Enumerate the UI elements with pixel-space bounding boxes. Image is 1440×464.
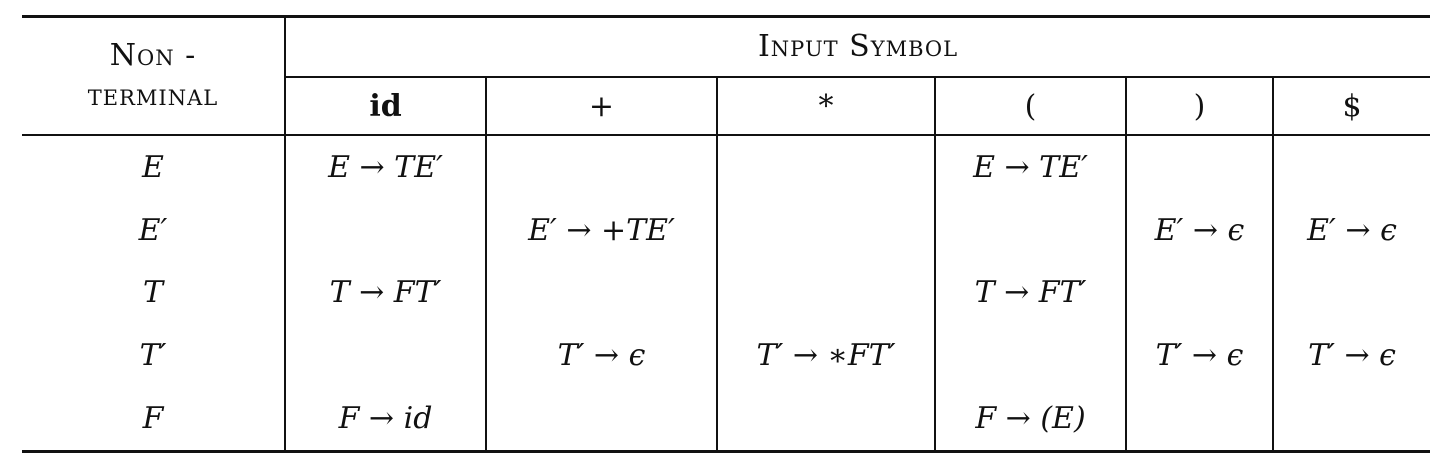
- production-cell: [1271, 135, 1431, 199]
- production-cell: [1271, 261, 1431, 325]
- symbol-header-star: *: [716, 77, 935, 136]
- production-cell: [1271, 387, 1431, 452]
- production-cell: T → FT′: [284, 261, 486, 325]
- nonterminal-cell: E: [142, 149, 164, 185]
- production-cell: [934, 324, 1126, 388]
- production-cell: [485, 387, 717, 452]
- nonterminal-header-line1: Non -: [109, 38, 197, 73]
- production-cell: E′ → ϵ: [1271, 198, 1431, 262]
- production-cell: [485, 261, 717, 325]
- nonterminal-cell: F: [142, 401, 164, 437]
- nonterminal-header-line2: terminal: [87, 78, 219, 113]
- nonterminal-cell: T′: [139, 338, 167, 374]
- production-cell: E → TE′: [934, 135, 1126, 199]
- table-row: T T → FT′ T → FT′: [22, 261, 1431, 325]
- production-cell: [284, 324, 486, 388]
- symbol-header-id: id: [284, 77, 486, 136]
- production-cell: E′ → +TE′: [485, 198, 717, 262]
- predictive-parsing-table: Non - terminal Input Symbol id + * ( ) $…: [22, 15, 1431, 453]
- production-cell: T → FT′: [934, 261, 1126, 325]
- production-cell: [1125, 387, 1273, 452]
- symbol-header-lparen: (: [934, 77, 1126, 136]
- symbol-header-rparen: ): [1125, 77, 1273, 136]
- production-cell: [1125, 261, 1273, 325]
- production-cell: [716, 135, 935, 199]
- table-row: E E → TE′ E → TE′: [22, 135, 1431, 199]
- production-cell: T′ → ϵ: [1125, 324, 1273, 388]
- nonterminal-cell: E′: [138, 212, 168, 248]
- production-cell: [716, 261, 935, 325]
- production-cell: [485, 135, 717, 199]
- production-cell: [716, 387, 935, 452]
- table-row: T′ T′ → ϵ T′ → ∗FT′ T′ → ϵ T′ → ϵ: [22, 324, 1431, 388]
- input-symbol-header: Input Symbol: [283, 16, 1431, 78]
- symbol-header-plus: +: [485, 77, 717, 136]
- production-cell: [1125, 135, 1273, 199]
- table-row: E′ E′ → +TE′ E′ → ϵ E′ → ϵ: [22, 198, 1431, 262]
- nonterminal-cell: T: [142, 275, 163, 311]
- production-cell: F → (E): [934, 387, 1126, 452]
- production-cell: T′ → ϵ: [1271, 324, 1431, 388]
- production-cell: [284, 198, 486, 262]
- nonterminal-header: Non - terminal: [22, 16, 285, 136]
- production-cell: E → TE′: [284, 135, 486, 199]
- production-cell: T′ → ϵ: [485, 324, 717, 388]
- parsing-table-container: Non - terminal Input Symbol id + * ( ) $…: [22, 15, 1431, 453]
- production-cell: F → id: [284, 387, 486, 452]
- symbol-header-dollar: $: [1271, 77, 1431, 136]
- production-cell: [716, 198, 935, 262]
- production-cell: T′ → ∗FT′: [716, 324, 935, 388]
- table-row: F F → id F → (E): [22, 387, 1431, 452]
- production-cell: E′ → ϵ: [1125, 198, 1273, 262]
- production-cell: [934, 198, 1126, 262]
- input-symbol-header-label: Input Symbol: [757, 29, 959, 64]
